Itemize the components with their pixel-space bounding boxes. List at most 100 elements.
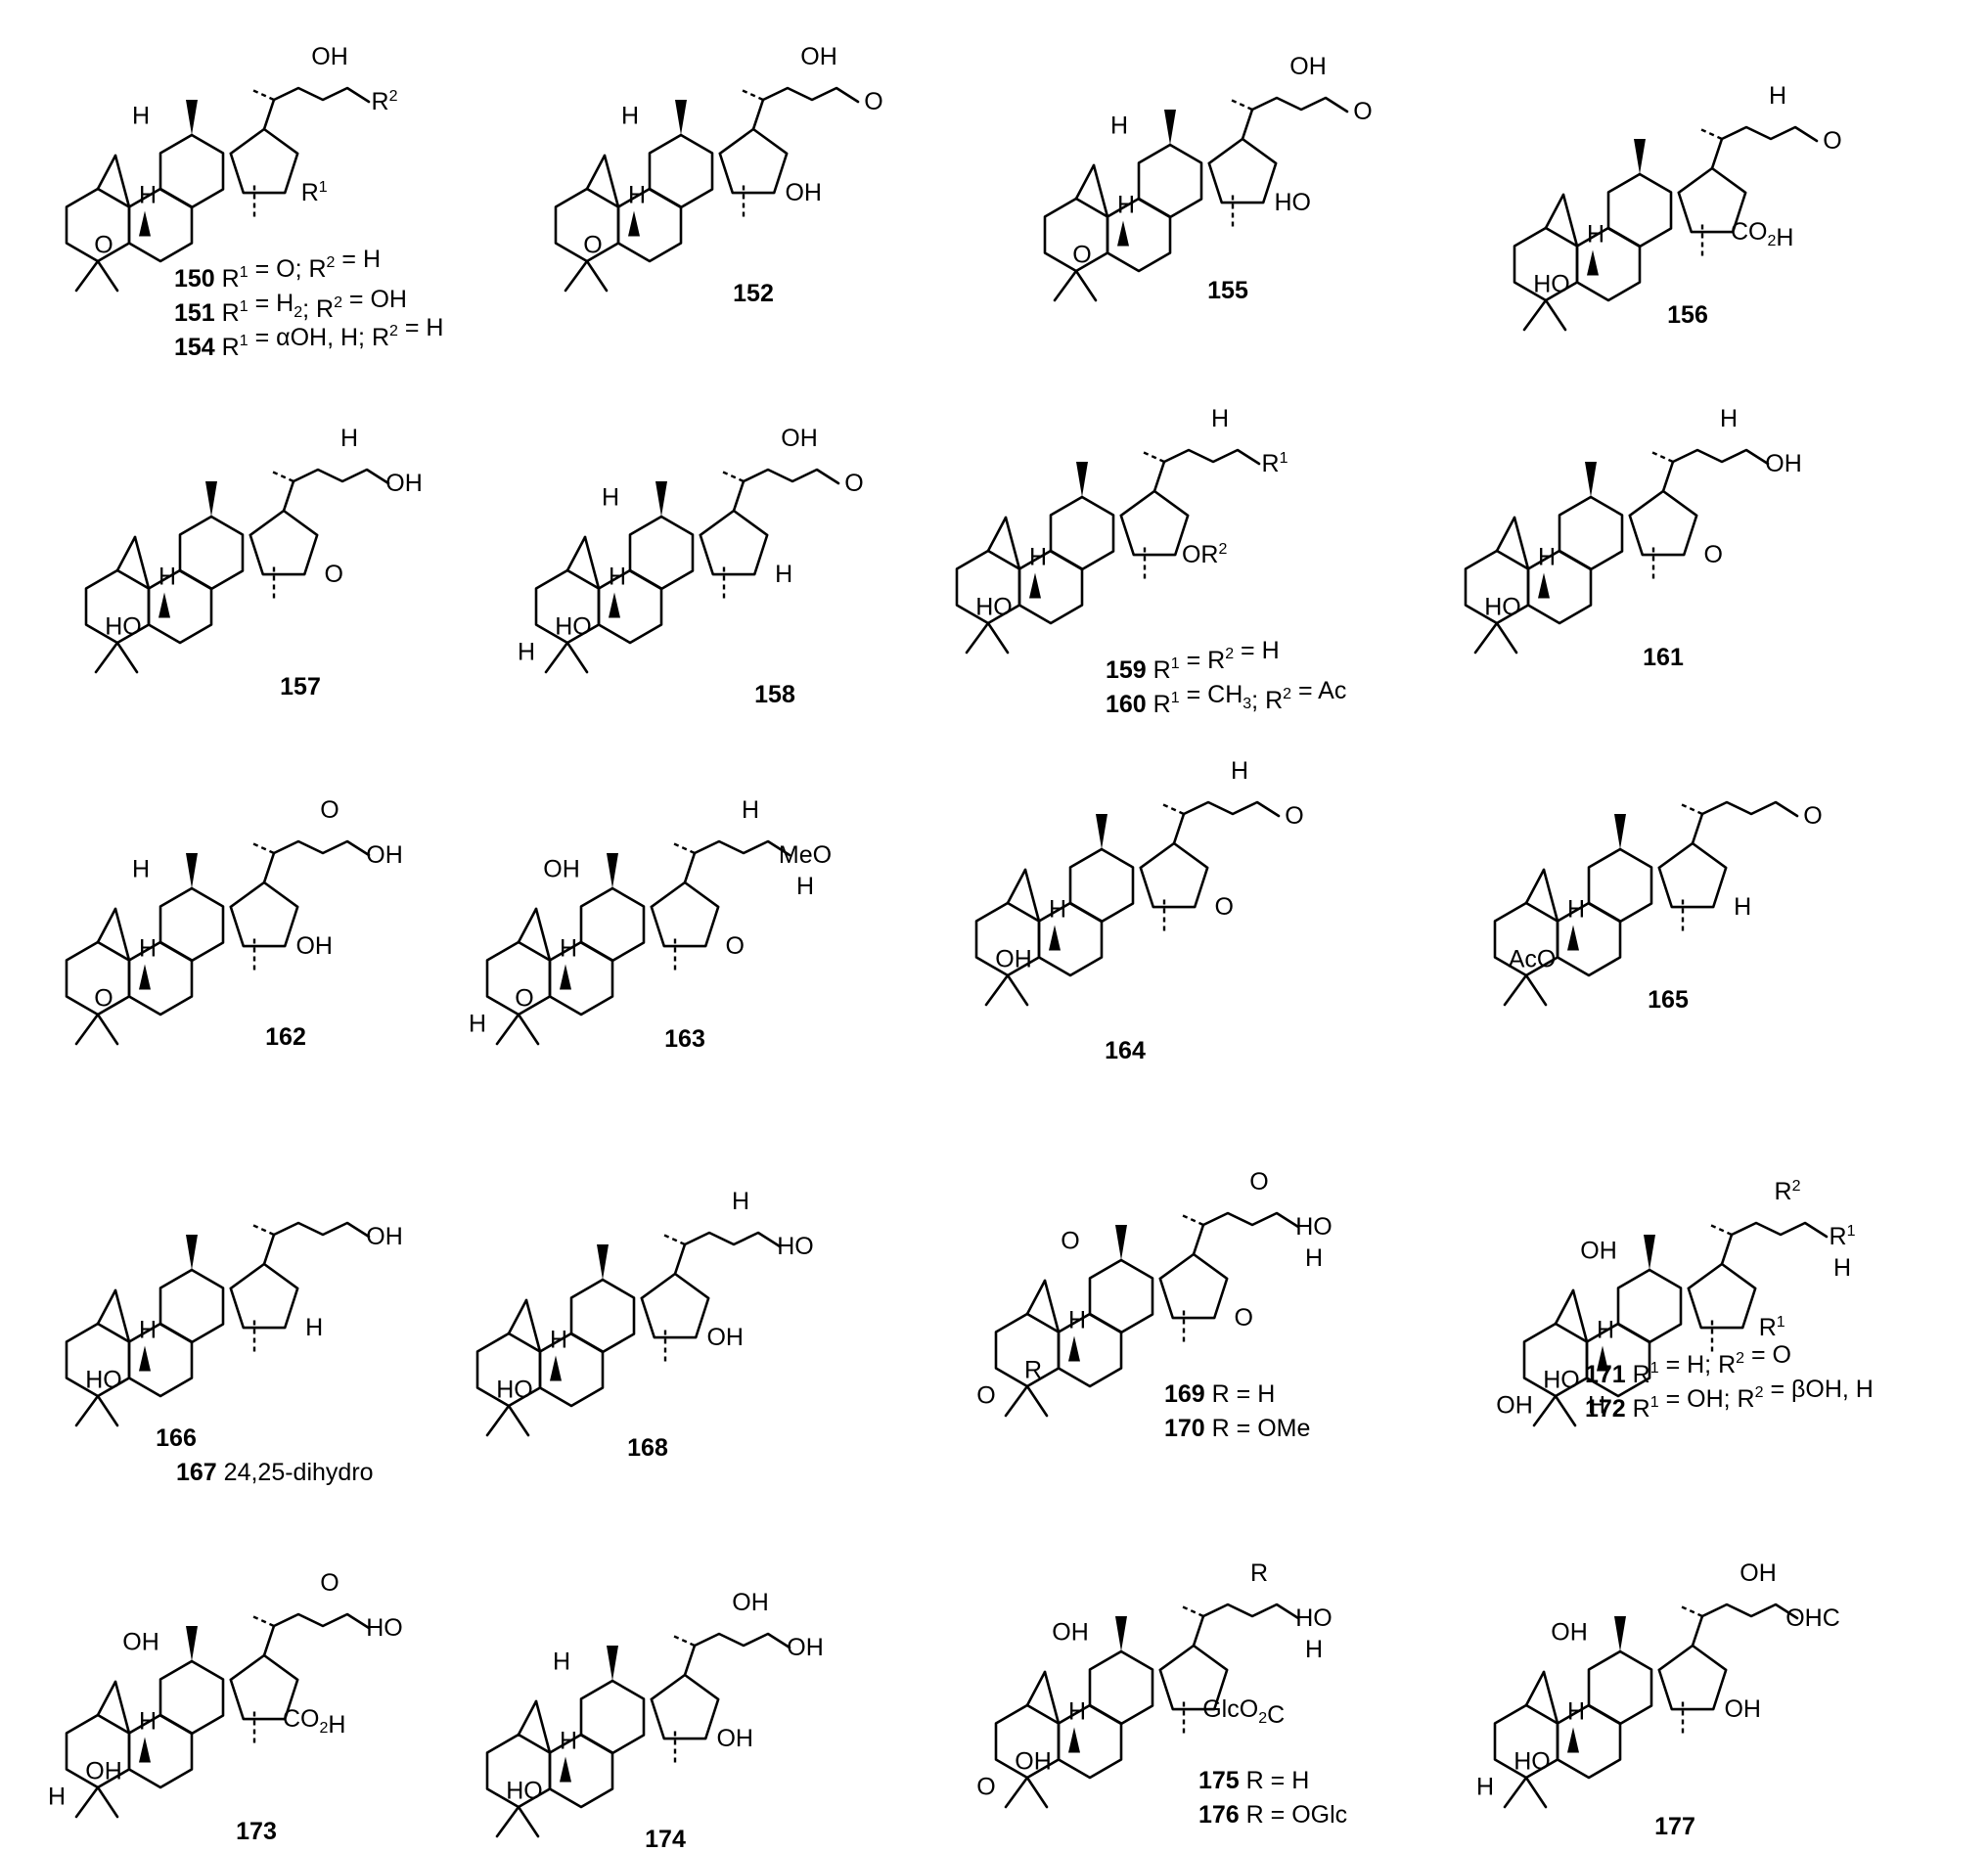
side-chain — [1691, 1603, 1799, 1648]
atom-label: O — [1353, 98, 1372, 125]
atom-label: OH — [732, 1589, 769, 1616]
hashed-bond — [1680, 1604, 1703, 1618]
cyclopropane-bond — [1043, 1670, 1061, 1725]
atom-label: HO — [1295, 1604, 1333, 1632]
hashed-bond — [1181, 1213, 1204, 1227]
side-chain — [1710, 125, 1819, 170]
hashed-bond — [1680, 802, 1703, 816]
atom-label: HO — [555, 613, 592, 641]
methyl-bond — [485, 1404, 511, 1437]
ring-d — [1139, 841, 1209, 909]
legend-number: 159 — [1106, 656, 1153, 684]
atom-label: H — [1588, 1392, 1605, 1420]
wedge-bond — [186, 853, 198, 888]
atom-label: OR2 — [1182, 541, 1228, 568]
ring-c — [1137, 143, 1203, 219]
atom-label: OH — [1015, 1748, 1052, 1776]
atom-label: OH — [385, 470, 423, 497]
atom-label: HO — [1295, 1213, 1333, 1241]
wedge-bond — [1076, 462, 1088, 497]
atom-label: OH — [1580, 1238, 1617, 1265]
legend-number: 176 — [1198, 1801, 1246, 1829]
atom-label: H — [518, 639, 535, 666]
ring-c — [569, 1278, 636, 1354]
cyclopropane-bond — [1025, 1279, 1047, 1316]
atom-label: H — [732, 1188, 749, 1215]
compound-number-164: 164 — [1105, 1037, 1146, 1064]
hashed-bond — [251, 1223, 275, 1237]
hashed-bond — [1709, 1223, 1733, 1237]
methyl-bond — [1544, 298, 1567, 332]
atom-label: OH — [1724, 1695, 1761, 1723]
atom-label: H — [553, 1649, 570, 1676]
atom-label: O — [976, 1382, 995, 1410]
atom-label: HO — [105, 613, 142, 641]
ring-d — [1158, 1252, 1229, 1320]
cyclopropane-bond — [1554, 1288, 1575, 1326]
legend-number: 171 — [1585, 1361, 1633, 1388]
side-chain — [1172, 800, 1281, 845]
methyl-bond — [96, 1394, 119, 1427]
cyclopropane-bond — [113, 1288, 131, 1343]
legend-number: 170 — [1164, 1415, 1212, 1442]
wedge-bond — [607, 1646, 618, 1681]
ring-d — [699, 509, 769, 576]
side-chain — [1661, 448, 1770, 493]
atom-label: AcO — [1509, 946, 1557, 973]
legend-169: 169 R = H — [1164, 1380, 1275, 1408]
atom-label: HO — [1543, 1367, 1580, 1394]
ring-d — [640, 1272, 710, 1339]
ring-c — [158, 1659, 225, 1736]
atom-label: O — [1234, 1304, 1252, 1332]
atom-label: HO — [366, 1614, 403, 1642]
atom-label-h: H — [1117, 192, 1135, 219]
atom-label-h: H — [609, 564, 626, 591]
atom-label: OH — [543, 856, 580, 883]
atom-label-h: H — [1068, 1307, 1086, 1334]
ring-d — [229, 127, 299, 195]
cyclopropane-bond — [517, 1699, 538, 1737]
ring-d — [1657, 1644, 1728, 1711]
cyclopropane-bond — [524, 1298, 542, 1353]
atom-label: HO — [85, 1367, 122, 1394]
legend-number: 169 — [1164, 1380, 1212, 1408]
cyclopropane-bond — [1542, 868, 1559, 923]
atom-label: OH — [706, 1324, 744, 1351]
cyclopropane-bond — [534, 907, 552, 962]
atom-label: R2 — [372, 88, 398, 115]
wedge-bond — [1567, 1727, 1579, 1753]
atom-label: OH — [800, 43, 837, 70]
ring-c — [1587, 847, 1653, 924]
cyclopropane-bond — [115, 535, 137, 572]
compound-number-155: 155 — [1207, 277, 1248, 304]
ring-d — [1119, 489, 1190, 557]
legend-170: 170 R = OMe — [1164, 1415, 1310, 1442]
atom-label-h: H — [1029, 544, 1047, 571]
legend-number: 175 — [1198, 1767, 1246, 1794]
methyl-bond — [585, 259, 609, 293]
ring-c — [648, 133, 714, 209]
wedge-bond — [139, 1737, 151, 1763]
atom-label: O — [864, 88, 882, 115]
legend-number: 172 — [1585, 1395, 1633, 1423]
ring-c — [1068, 847, 1135, 924]
methyl-bond — [74, 1785, 100, 1819]
atom-label: HO — [496, 1377, 533, 1404]
side-chain — [1720, 1221, 1829, 1266]
atom-label: H — [1476, 1774, 1494, 1801]
wedge-bond — [1634, 139, 1646, 174]
atom-label: H — [602, 484, 619, 512]
atom-label-h: H — [139, 935, 157, 963]
atom-label: H — [469, 1011, 486, 1038]
atom-label-h: H — [1587, 221, 1604, 248]
atom-label: H — [1110, 113, 1128, 140]
side-chain — [1192, 1211, 1300, 1256]
methyl-bond — [1495, 621, 1518, 655]
atom-label: H — [305, 1314, 323, 1341]
